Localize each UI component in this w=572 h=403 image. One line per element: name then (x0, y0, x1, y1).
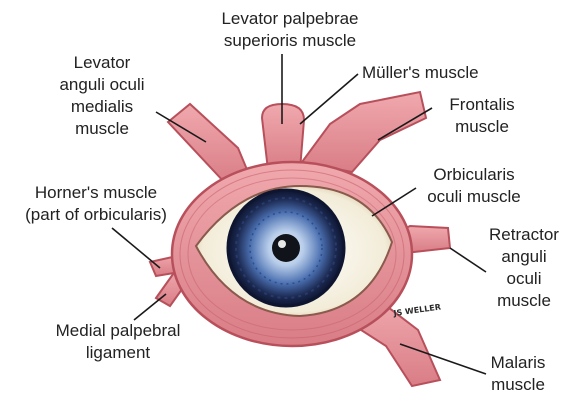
label-levator-palpebrae-text: Levator palpebrae superioris muscle (206, 8, 374, 52)
label-horner-text: Horner's muscle (part of orbicularis) (2, 182, 190, 226)
label-orbicularis-text: Orbicularis oculi muscle (410, 164, 538, 208)
label-levator-palpebrae: Levator palpebrae superioris muscle (206, 8, 374, 52)
label-horner: Horner's muscle (part of orbicularis) (2, 182, 190, 226)
label-malaris: Malaris muscle (472, 352, 564, 396)
leader-medial-ligament (134, 294, 166, 320)
label-orbicularis: Orbicularis oculi muscle (410, 164, 538, 208)
label-retractor: Retractor anguli oculi muscle (478, 224, 570, 312)
label-malaris-text: Malaris muscle (472, 352, 564, 396)
label-muller: Müller's muscle (362, 62, 522, 84)
label-levator-anguli: Levator anguli oculi medialis muscle (46, 52, 158, 140)
frontalis-muscle (302, 92, 426, 172)
pupil-highlight (278, 240, 286, 248)
pupil (272, 234, 300, 262)
label-retractor-text: Retractor anguli oculi muscle (478, 224, 570, 312)
label-medial-ligament: Medial palpebral ligament (38, 320, 198, 364)
label-frontalis-text: Frontalis muscle (430, 94, 534, 138)
label-muller-text: Müller's muscle (362, 62, 522, 84)
levator-palpebrae-muscle (262, 104, 304, 170)
artist-signature: JS WELLER (392, 302, 441, 318)
label-frontalis: Frontalis muscle (430, 94, 534, 138)
leader-horner (112, 228, 160, 268)
label-medial-ligament-text: Medial palpebral ligament (38, 320, 198, 364)
label-levator-anguli-text: Levator anguli oculi medialis muscle (46, 52, 158, 140)
